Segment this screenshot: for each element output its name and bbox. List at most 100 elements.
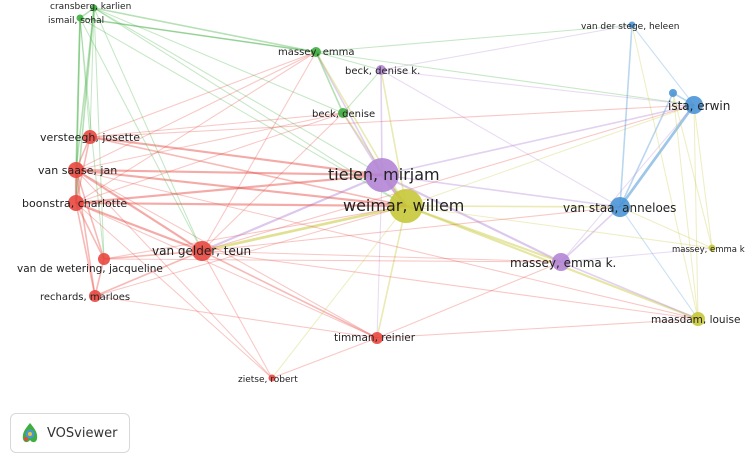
edge-weimar-ista xyxy=(405,104,695,207)
edge-beck_denise_k-ista xyxy=(380,69,695,106)
edge-beck_denise_k-van_staa xyxy=(380,69,621,208)
nodes-layer xyxy=(68,4,716,382)
edge-weimar-beck_denise_k xyxy=(380,69,407,207)
node-zietse[interactable] xyxy=(268,374,276,382)
node-van-de-wetering[interactable] xyxy=(98,253,110,265)
node-massey-emma[interactable] xyxy=(311,47,321,57)
edge-weimar-massey_emma_k xyxy=(405,204,562,264)
label-van-staa: van staa, anneloes xyxy=(563,201,676,215)
edge-van_staa-blue_small xyxy=(619,92,674,208)
node-rechards[interactable] xyxy=(89,290,101,302)
edge-ismail-van_gelder xyxy=(79,17,203,252)
vosviewer-logo-badge[interactable]: VOSviewer xyxy=(10,413,130,453)
vosviewer-logo-icon xyxy=(22,423,38,443)
edge-van_saase-timman xyxy=(75,169,378,339)
node-weimar[interactable] xyxy=(389,189,423,223)
edge-cransberg-van_saase xyxy=(75,7,95,171)
label-van-gelder: van gelder, teun xyxy=(152,244,251,258)
node-massey-emma-k[interactable] xyxy=(552,253,570,271)
edge-weimar-van_staa xyxy=(405,205,621,208)
edge-massey_emma-ismail xyxy=(79,17,317,53)
edge-van_staa-maasdam xyxy=(619,206,699,320)
edge-van_gelder-ista xyxy=(201,104,695,252)
edge-tielen-beck_denise_k xyxy=(380,69,383,176)
edge-van_saase-weimar xyxy=(75,168,407,208)
edge-cransberg-van_gelder xyxy=(93,7,203,252)
edge-boonstra-beck_denise xyxy=(75,112,344,204)
edge-tielen-ista xyxy=(381,104,695,176)
edge-versteegh-ista xyxy=(89,104,695,138)
edge-massey_emma-cransberg xyxy=(93,7,317,53)
node-van-staa[interactable] xyxy=(610,197,630,217)
edge-van_gelder-van_staa xyxy=(201,206,621,252)
edge-van_gelder-timman xyxy=(201,250,378,339)
edge-van_gelder-massey_emma_k xyxy=(201,250,562,263)
label-van-der-stege: van der stege, heleen xyxy=(581,22,679,32)
node-van-gelder[interactable] xyxy=(192,241,212,261)
edge-massey_emma_k-maasdam xyxy=(560,261,699,320)
edge-massey_emma-van_der_stege xyxy=(315,24,633,53)
edge-massey_emma_k2-blue_small xyxy=(672,92,713,249)
edge-massey_emma-beck_denise xyxy=(315,51,344,114)
node-van-der-stege[interactable] xyxy=(628,21,636,29)
node-ismail[interactable] xyxy=(76,14,84,22)
edge-tielen-timman xyxy=(376,174,383,339)
edge-versteegh-tielen xyxy=(89,135,383,177)
edge-van_de_wetering-massey_emma_k xyxy=(103,258,562,263)
label-maasdam: maasdam, louise xyxy=(651,314,740,326)
edge-van_gelder-massey_emma xyxy=(201,51,317,252)
label-beck-denise: beck, denise xyxy=(312,109,375,120)
label-ismail: ismail, sohal xyxy=(48,16,104,26)
node-beck-denise[interactable] xyxy=(338,108,348,118)
edge-cransberg-beck_denise xyxy=(93,7,344,114)
node-versteegh[interactable] xyxy=(83,130,97,144)
edge-massey_emma_k2-van_staa xyxy=(619,206,713,249)
edge-versteegh-massey_emma xyxy=(89,51,317,138)
edge-massey_emma-ista xyxy=(315,51,695,106)
edge-weimar-zietse xyxy=(271,205,407,379)
node-blue-small[interactable] xyxy=(669,89,677,97)
edge-massey_emma_k-ista xyxy=(560,104,695,263)
edge-boonstra-van_de_wetering xyxy=(75,202,105,260)
edge-van_gelder-van_de_wetering xyxy=(103,250,203,260)
edge-weimar-beck_denise xyxy=(342,112,407,207)
edge-boonstra-zietse xyxy=(75,202,273,379)
node-beck-denise-k[interactable] xyxy=(376,65,386,75)
edge-van_saase-van_de_wetering xyxy=(75,169,105,260)
edge-van_gelder-zietse xyxy=(201,250,273,379)
edge-massey_emma_k2-ista xyxy=(693,104,713,249)
edge-van_staa-ista xyxy=(618,104,696,208)
edge-timman-zietse xyxy=(271,337,378,379)
edge-ismail-weimar xyxy=(79,17,407,207)
edge-beck_denise-beck_denise_k xyxy=(342,69,382,114)
edge-massey_emma_k-massey_emma_k2 xyxy=(560,247,713,263)
edge-rechards-van_de_wetering xyxy=(94,258,105,297)
edge-tielen-massey_emma xyxy=(315,51,383,176)
edge-boonstra-van_gelder xyxy=(75,201,203,253)
edge-cransberg-weimar xyxy=(93,7,407,207)
edge-tielen-massey_emma_k xyxy=(381,174,562,263)
edge-van_saase-tielen xyxy=(75,168,383,177)
label-ista: ista, erwin xyxy=(668,99,730,113)
node-cransberg[interactable] xyxy=(90,4,98,12)
edge-timman-massey_emma_k xyxy=(376,261,562,339)
label-weimar: weimar, willem xyxy=(343,196,464,215)
node-maasdam[interactable] xyxy=(691,312,705,326)
edge-weimar-maasdam xyxy=(405,204,699,321)
edge-tielen-van_gelder xyxy=(201,174,383,252)
node-massey-emma-k2[interactable] xyxy=(708,244,716,252)
edge-boonstra-weimar xyxy=(75,201,407,208)
node-ista[interactable] xyxy=(685,96,703,114)
edge-boonstra-tielen xyxy=(75,173,383,205)
node-tielen[interactable] xyxy=(365,158,399,192)
node-van-saase[interactable] xyxy=(68,162,84,178)
edge-maasdam-van_der_stege xyxy=(631,24,699,320)
edge-boonstra-massey_emma xyxy=(75,51,317,204)
label-massey-emma-k: massey, emma k. xyxy=(510,256,616,270)
node-timman[interactable] xyxy=(371,332,383,344)
node-boonstra[interactable] xyxy=(68,195,84,211)
edge-boonstra-timman xyxy=(75,202,378,339)
edges-layer xyxy=(74,7,713,379)
